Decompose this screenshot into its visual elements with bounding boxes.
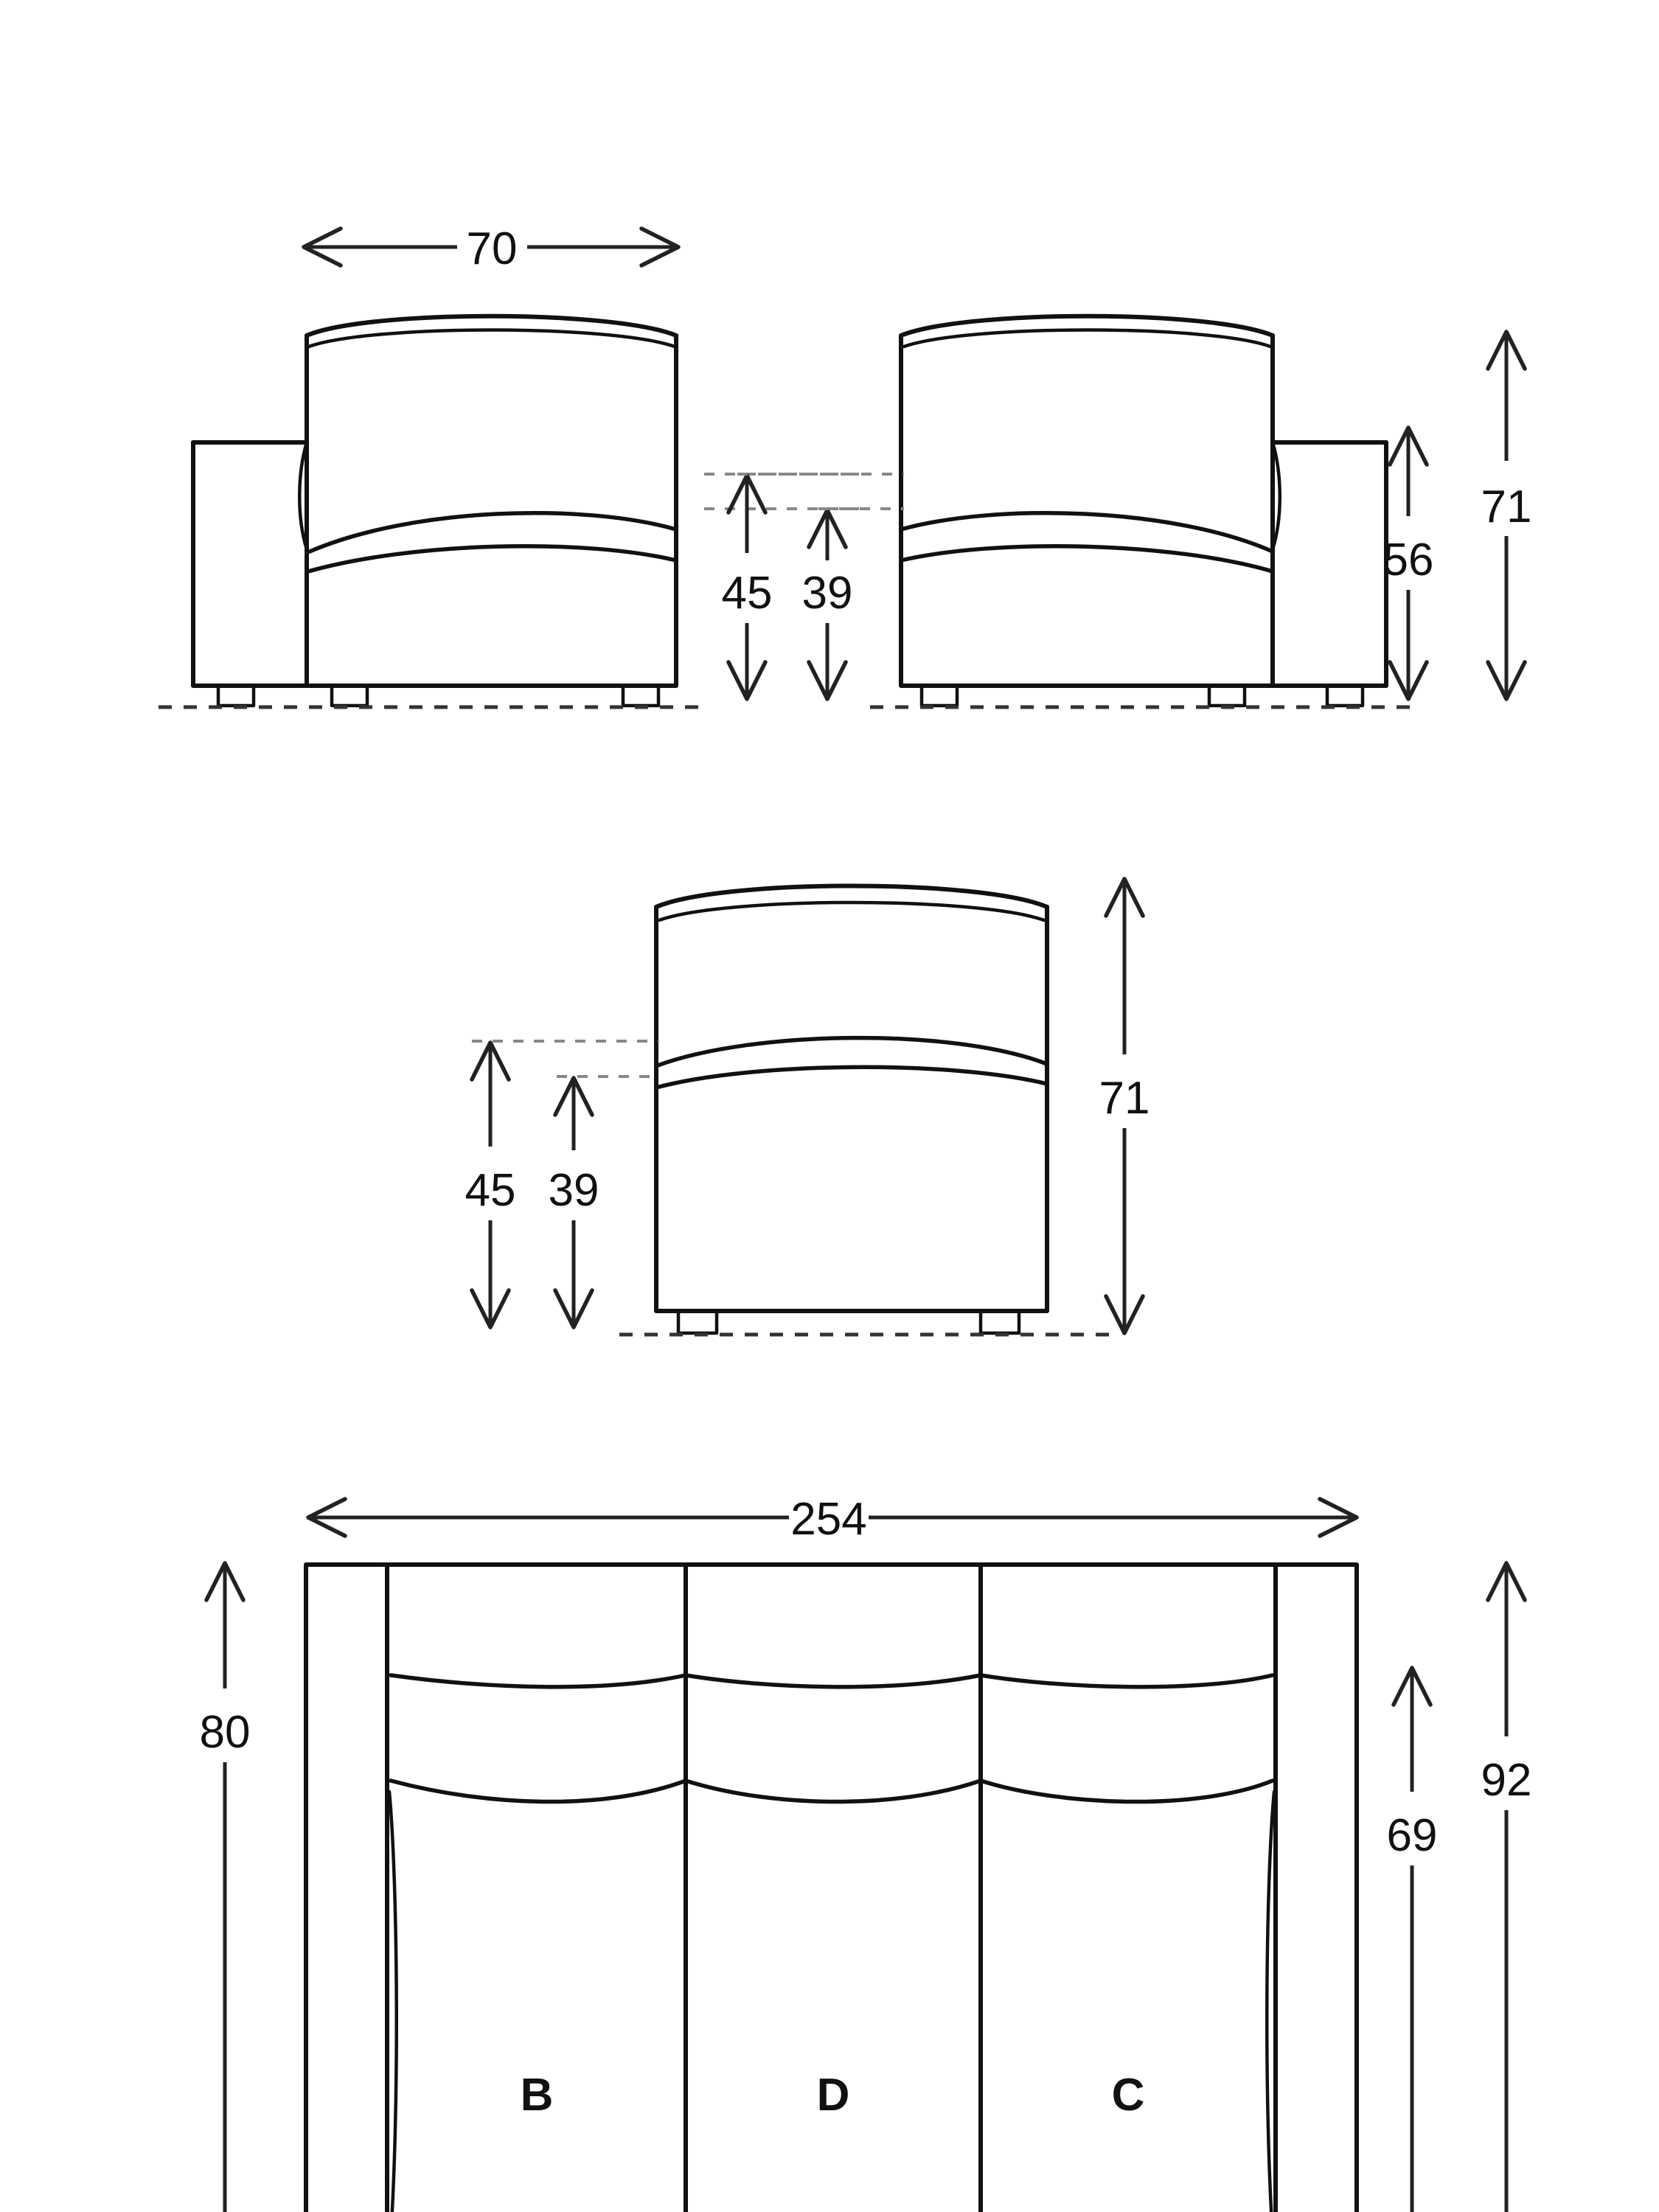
- sofa-back-cushion-lower-curve: [389, 1778, 1275, 1804]
- view-left-armchair: 70: [159, 223, 870, 709]
- right-module-arm-box: [1270, 440, 1388, 688]
- right-module-arm-inner-curve: [1270, 440, 1281, 552]
- left-module-foot-2: [330, 684, 369, 708]
- view-sofa-plan: 254 B D C 80: [200, 1494, 1532, 2212]
- right-module-back-top-inner-curve: [902, 328, 1273, 349]
- dimension-label-39-center: 39: [549, 1165, 599, 1216]
- dimension-label-92: 92: [1481, 1755, 1532, 1806]
- dimension-depth-80: 80: [200, 1561, 251, 2212]
- dimension-label-80: 80: [200, 1707, 251, 1758]
- right-module-foot-1: [919, 684, 959, 708]
- right-module-foot-2: [1207, 684, 1247, 708]
- dimensions-45-39-top: 45 39: [722, 473, 853, 701]
- view-right-armchair: [737, 313, 1419, 709]
- left-module-body-outline: [305, 333, 678, 688]
- dimension-width-254: 254: [306, 1494, 1359, 1545]
- center-module-body-outline: [654, 905, 1049, 1313]
- left-module-back-top-curve: [305, 313, 678, 338]
- dimension-label-56: 56: [1383, 535, 1434, 585]
- left-module-foot-1: [216, 684, 256, 708]
- left-module-cushion-bottom-curve: [306, 543, 678, 574]
- sofa-right-seat-bulge: [1265, 1790, 1276, 2212]
- seat-label-b: B: [521, 2070, 554, 2121]
- seat-label-c: C: [1112, 2070, 1145, 2121]
- center-module-foot-2: [978, 1309, 1021, 1335]
- seat-label-d: D: [817, 2070, 850, 2121]
- sofa-left-seat-bulge: [387, 1790, 398, 2212]
- sofa-outer-footprint: [304, 1562, 1359, 2212]
- right-module-body-outline: [899, 333, 1275, 688]
- dimension-label-39-top: 39: [802, 568, 853, 619]
- dimension-depth-92: 92: [1481, 1561, 1532, 2212]
- left-module-arm-inner-curve: [298, 440, 309, 552]
- view-center-module: [472, 883, 1121, 1337]
- dimensions-56-71-top: 56 71: [1383, 330, 1532, 701]
- center-module-cushion-bottom-curve: [654, 1065, 1049, 1090]
- dimension-label-71-top: 71: [1481, 481, 1532, 532]
- dimension-label-254: 254: [790, 1494, 866, 1545]
- dimension-label-45-center: 45: [465, 1165, 516, 1216]
- right-module-foot-3: [1325, 684, 1365, 708]
- dimension-label-45-top: 45: [722, 568, 773, 619]
- right-module-cushion-top-curve: [899, 511, 1275, 554]
- dimension-depth-69: 69: [1387, 1666, 1438, 2212]
- dimension-label-71-center: 71: [1099, 1073, 1150, 1124]
- sofa-seat-block-outline: [385, 1562, 1278, 2212]
- center-module-cushion-top-curve: [655, 1035, 1049, 1068]
- dimension-label-69: 69: [1387, 1810, 1438, 1861]
- left-module-back-top-inner-curve: [307, 328, 677, 349]
- dimension-width-70-left-view: 70: [302, 223, 681, 274]
- dimension-label-width-70-left: 70: [467, 223, 518, 274]
- right-module-cushion-bottom-curve: [899, 543, 1275, 574]
- left-module-foot-3: [621, 684, 661, 708]
- right-module-back-top-curve: [899, 313, 1275, 338]
- left-module-cushion-top-curve: [307, 511, 678, 554]
- dimensions-center-module: 45 39 71: [465, 877, 1150, 1335]
- center-module-foot-1: [676, 1309, 719, 1335]
- center-module-back-top-curve: [654, 883, 1049, 909]
- sofa-back-cushion-upper-curve: [389, 1673, 1275, 1689]
- left-module-arm-box: [191, 440, 309, 688]
- center-module-back-top-inner-curve: [657, 900, 1046, 922]
